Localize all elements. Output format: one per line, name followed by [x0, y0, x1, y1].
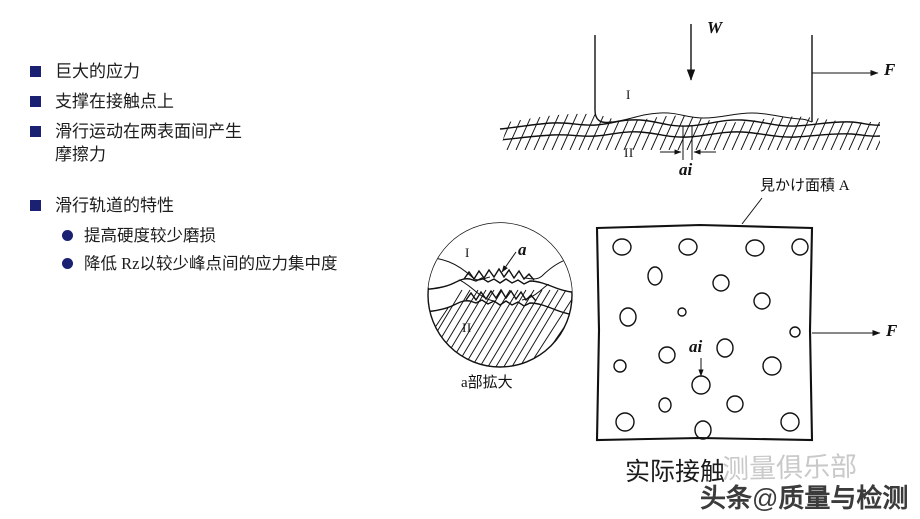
circle-bullet-icon [62, 230, 73, 241]
contact-interface-curve [611, 112, 813, 123]
square-bullet-icon [30, 200, 41, 211]
watermark-at-icon: @ [752, 483, 779, 513]
apparent-area-square [595, 223, 881, 442]
bullet-group-primary: 巨大的应力 支撑在接触点上 滑行运动在两表面间产生 摩擦力 [30, 60, 430, 166]
bullet-text: 滑行运动在两表面间产生 摩擦力 [55, 122, 242, 164]
apparent-area-caption: 实际接触 [625, 459, 726, 486]
bullet-text: 滑行轨道的特性 [55, 196, 174, 215]
apparent-area-label: 見かけ面積 A [760, 178, 850, 194]
lower-body-label-top: II [624, 145, 634, 160]
friction-label-F-top: F [884, 60, 896, 79]
apparent-area-leader-line [741, 197, 763, 225]
square-bullet-icon [30, 126, 41, 137]
sub-bullet-item: 提高硬度较少磨损 [62, 224, 430, 247]
bullet-text: 支撑在接触点上 [55, 92, 174, 111]
contact-spots [612, 238, 809, 440]
bullet-text: 巨大的应力 [55, 62, 140, 81]
watermark-main-suffix: 质量与检测 [778, 483, 909, 513]
spot-label-ai: ai [689, 337, 703, 356]
square-bullet-icon [30, 66, 41, 77]
upper-body-label-circle: I [465, 245, 470, 260]
watermark-main: 头条@质量与检测 [700, 478, 908, 515]
square-bullet-icon [30, 96, 41, 107]
ai-dimension-top [660, 126, 716, 160]
upper-body-label-top: I [626, 87, 631, 102]
sub-bullet-text: 降低 Rz以较少峰点间的应力集中度 [84, 254, 338, 273]
bullet-item: 巨大的应力 [30, 60, 430, 83]
load-label-W: W [707, 18, 723, 37]
circle-bullet-icon [62, 258, 73, 269]
ground-surface-profile [499, 119, 881, 130]
contact-point-label-a: a [518, 240, 527, 259]
bullet-panel: 巨大的应力 支撑在接触点上 滑行运动在两表面间产生 摩擦力 滑行轨道的特性 提高… [30, 60, 430, 280]
sub-bullet-text: 提高硬度较少磨损 [84, 226, 216, 245]
ground-hatching [500, 113, 880, 150]
bullet-group-secondary: 滑行轨道的特性 提高硬度较少磨损 降低 Rz以较少峰点间的应力集中度 [30, 194, 430, 275]
bullet-item: 滑行轨道的特性 [30, 194, 430, 217]
magnified-circle-caption: a部拡大 [461, 375, 513, 391]
watermark-main-prefix: 头条 [700, 483, 753, 513]
contact-width-label-ai: ai [679, 160, 693, 179]
upper-body-left-edge [594, 35, 613, 124]
friction-label-F-square: F [886, 321, 898, 340]
lower-body-label-circle: II [462, 320, 472, 335]
bullet-item: 滑行运动在两表面间产生 摩擦力 [30, 120, 430, 166]
bullet-item: 支撑在接触点上 [30, 90, 430, 113]
sub-bullet-item: 降低 Rz以较少峰点间的应力集中度 [62, 252, 430, 275]
